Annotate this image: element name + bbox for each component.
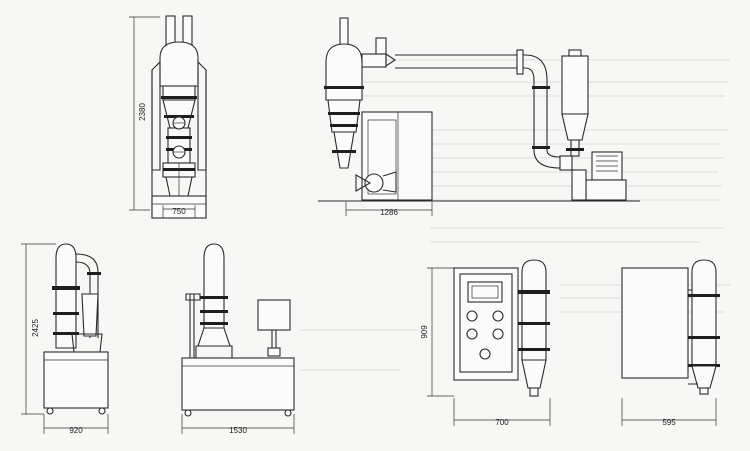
view5-width-label: 700 xyxy=(495,418,509,427)
view3-width-label: 920 xyxy=(69,426,83,435)
view-3-compact-side-view: 2425 920 xyxy=(21,243,109,435)
view5-height-label: 909 xyxy=(420,325,429,339)
view1-height-label: 2380 xyxy=(138,103,147,121)
view-2-side-elevation-with-duct: 1286 xyxy=(318,17,640,217)
view4-width-label: 1530 xyxy=(229,426,247,435)
view6-width-label: 595 xyxy=(662,418,676,427)
view-4-compact-front-view: 1530 xyxy=(181,243,295,435)
view1-width-label: 750 xyxy=(172,207,186,216)
view-6-cabinet-side: 595 xyxy=(621,259,720,427)
view3-height-label: 2425 xyxy=(31,319,40,337)
view2-width-label: 1286 xyxy=(380,208,398,217)
view-5-cabinet-front: 909 700 xyxy=(420,259,551,427)
view-1-front-elevation: 2380 750 xyxy=(129,15,207,219)
